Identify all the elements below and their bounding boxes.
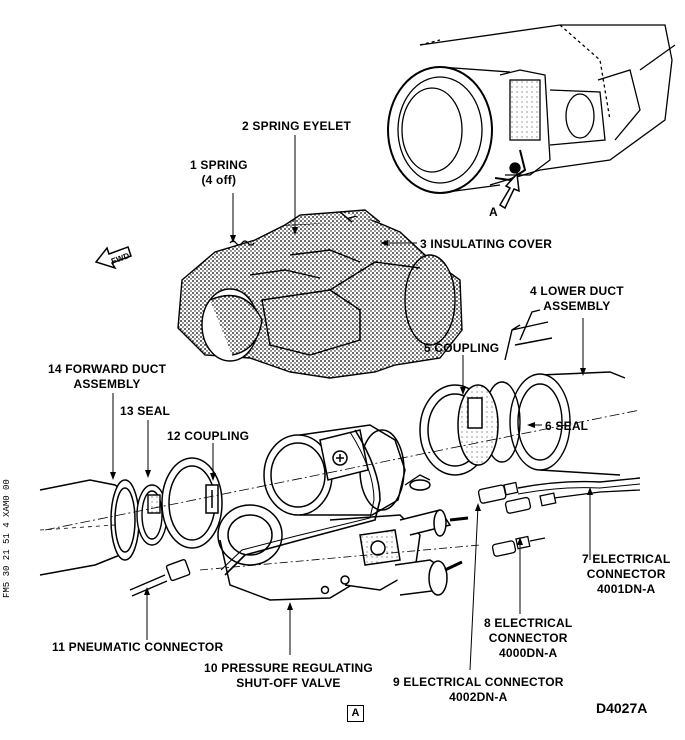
- label-electrical-8: 8 ELECTRICAL CONNECTOR 4000DN-A: [484, 616, 573, 660]
- label-coupling-12: 12 COUPLING: [167, 429, 250, 443]
- connector-axis: [199, 544, 481, 571]
- label-seal-13: 13 SEAL: [120, 404, 171, 418]
- label-spring: 1 SPRING (4 off): [190, 158, 248, 187]
- insulating-cover: [177, 209, 463, 379]
- fwd-arrow-icon: [94, 246, 132, 270]
- spring-part: [229, 240, 255, 246]
- label-spring-eyelet: 2 SPRING EYELET: [242, 119, 352, 133]
- view-letter: A: [489, 205, 498, 219]
- view-a-box: A: [347, 705, 364, 722]
- pressure-regulating-valve: [217, 424, 469, 601]
- coupling-5: [419, 384, 499, 476]
- label-electrical-9: 9 ELECTRICAL CONNECTOR 4002DN-A: [393, 675, 564, 704]
- label-valve-10: 10 PRESSURE REGULATING SHUT-OFF VALVE: [204, 661, 373, 690]
- side-reference-code: FM5 30 21 51 4 XAM0 00: [2, 479, 12, 598]
- seal-13: [136, 484, 168, 546]
- label-insulating-cover: 3 INSULATING COVER: [420, 237, 553, 251]
- assembly-axis: [44, 409, 641, 531]
- pneumatic-connector: [129, 559, 191, 597]
- coupling-12: [161, 457, 223, 549]
- figure-code: D4027A: [596, 700, 648, 716]
- label-pneumatic-11: 11 PNEUMATIC CONNECTOR: [52, 640, 224, 654]
- label-electrical-7: 7 ELECTRICAL CONNECTOR 4001DN-A: [582, 552, 671, 596]
- lower-duct-assembly: [483, 309, 626, 476]
- leader-arrowheads: [110, 227, 593, 610]
- engine-nacelle: [387, 24, 676, 194]
- label-forward-duct: 14 FORWARD DUCT ASSEMBLY: [48, 362, 167, 391]
- label-seal-6: 6 SEAL: [545, 419, 589, 433]
- label-coupling-5: 5 COUPLING: [424, 341, 500, 355]
- forward-duct-assembly: [39, 479, 140, 576]
- label-lower-duct: 4 LOWER DUCT ASSEMBLY: [530, 284, 624, 313]
- electrical-connectors: [477, 477, 641, 557]
- view-a-arrow-icon: [498, 172, 520, 210]
